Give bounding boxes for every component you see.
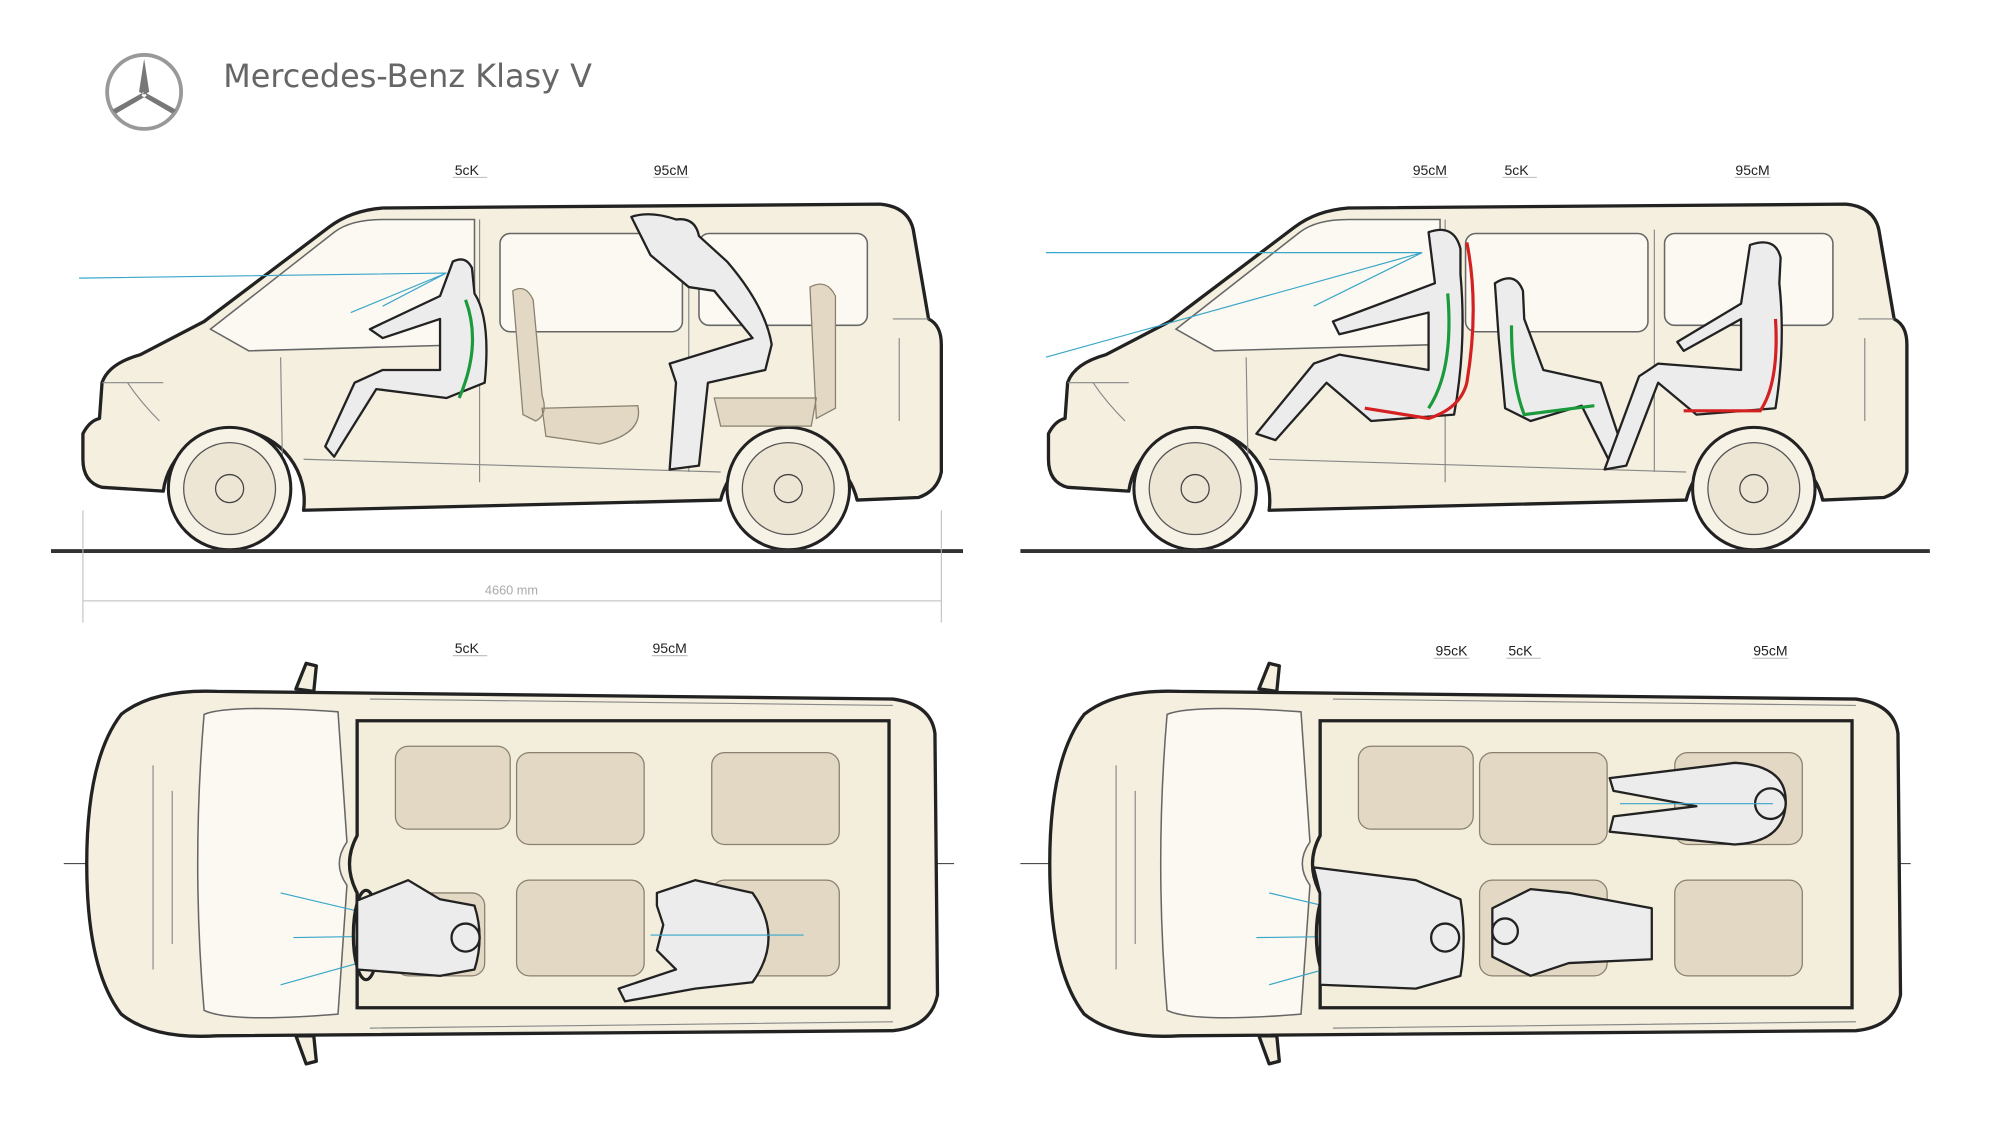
length-dimension: 4660 mm <box>82 510 942 623</box>
occupant-5ck-top-right <box>1491 887 1653 977</box>
top-view-left <box>85 661 940 1066</box>
occupant-95cm-rear-top-right <box>1608 761 1787 846</box>
occupant-5ck-top-left <box>280 879 481 986</box>
label-95cm: 95cM <box>1753 643 1787 659</box>
label-5ck: 5cK <box>1505 162 1530 178</box>
side-view-left <box>81 202 943 552</box>
label-95cm: 95cM <box>1735 162 1769 178</box>
occupant-95cm-rear-right <box>1603 241 1783 471</box>
occupant-5ck-driver-left <box>79 258 488 458</box>
label-5ck: 5cK <box>455 640 480 656</box>
label-5ck: 5cK <box>455 162 480 178</box>
length-value: 4660 mm <box>485 582 538 597</box>
occupant-95cm-entering-left <box>512 213 837 471</box>
occupant-5ck-middle-right <box>1493 277 1628 463</box>
mercedes-star-logo <box>105 53 184 131</box>
page-title: Mercedes-Benz Klasy V <box>223 57 592 95</box>
top-view-right <box>1048 661 1903 1066</box>
label-5ck: 5cK <box>1508 643 1533 659</box>
label-95cm: 95cM <box>653 640 687 656</box>
label-95cm: 95cM <box>1413 162 1447 178</box>
occupant-95cm-driver-top-right <box>1256 866 1465 990</box>
top-right-labels: 95cK 5cK 95cM <box>1436 643 1788 659</box>
top-left-labels: 5cK 95cM <box>455 640 687 656</box>
side-right-labels: 95cM 5cK 95cM <box>1413 162 1770 178</box>
occupant-95cm-top-left <box>617 879 804 1003</box>
side-left-labels: 5cK 95cM <box>455 162 688 178</box>
occupant-95cm-driver-right <box>1045 228 1475 442</box>
label-95ck: 95cK <box>1436 643 1469 659</box>
label-95cm: 95cM <box>654 162 688 178</box>
